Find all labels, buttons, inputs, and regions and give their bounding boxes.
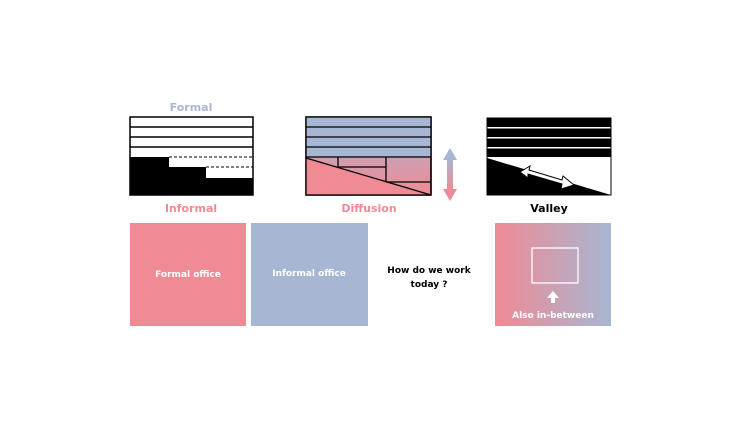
in-between-card: Also in-between <box>495 223 611 326</box>
also-in-between-label: Also in-between <box>512 311 594 321</box>
question-text: How do we work today ? <box>387 266 471 290</box>
question-line-2: today ? <box>411 280 448 290</box>
vertical-double-arrow-icon <box>443 148 457 201</box>
double-arrow-icon <box>519 164 576 190</box>
informal-office-card: Informal office <box>251 223 368 326</box>
valley-label: Valley <box>530 202 568 215</box>
formal-label: Formal <box>170 101 213 114</box>
up-arrow-icon <box>547 291 559 303</box>
informal-office-label: Informal office <box>272 269 346 279</box>
formal-informal-diagram: Formal Informal <box>129 101 254 215</box>
informal-label: Informal <box>165 202 217 215</box>
in-between-frame <box>531 247 579 284</box>
diffusion-diagram: Diffusion <box>305 116 432 215</box>
informal-area <box>130 157 253 195</box>
formal-office-card: Formal office <box>130 223 246 326</box>
valley-diagram: Valley <box>486 117 612 215</box>
question-line-1: How do we work <box>387 266 471 276</box>
diffusion-label: Diffusion <box>341 202 396 215</box>
formal-office-label: Formal office <box>155 270 221 280</box>
